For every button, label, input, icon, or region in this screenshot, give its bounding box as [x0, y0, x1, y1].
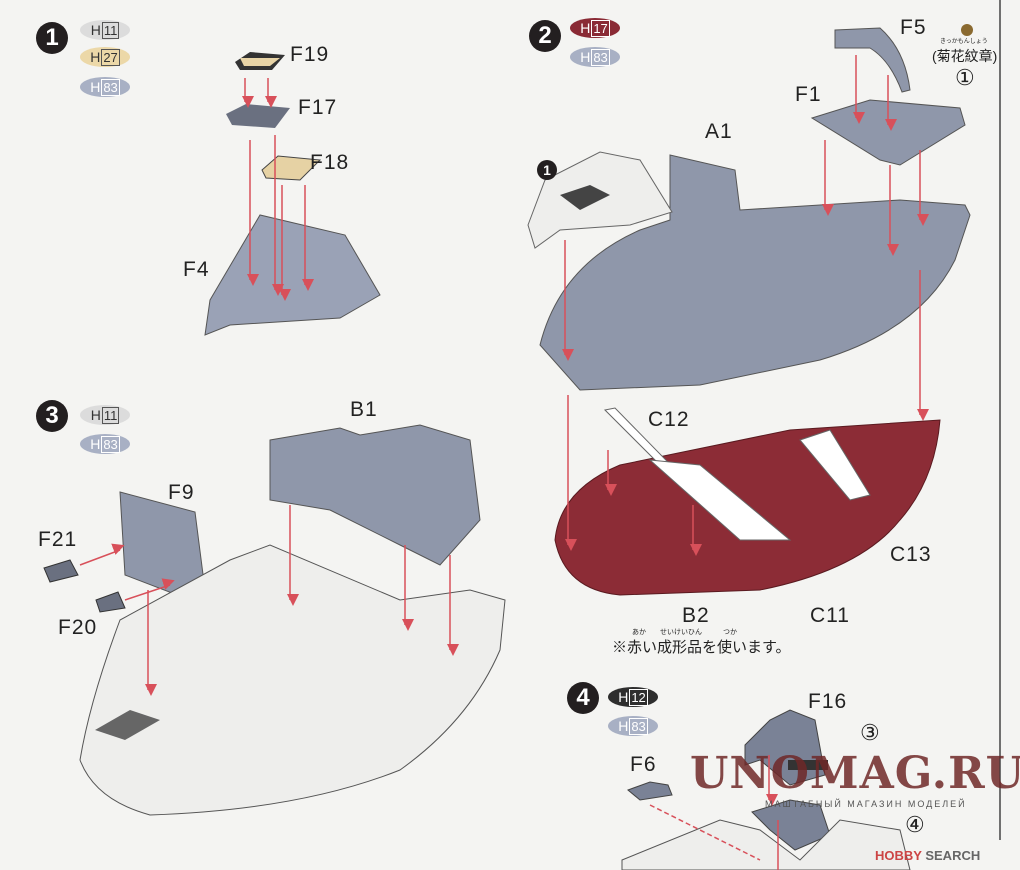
part-f4	[204, 214, 381, 336]
paint-number: 83	[101, 436, 120, 453]
paint-number: 83	[629, 718, 648, 735]
assembly-arrows-step4	[649, 755, 779, 870]
logo-suffix: SEARCH	[925, 848, 981, 863]
callout-4: ④	[905, 812, 925, 837]
callout-1: ①	[955, 65, 975, 90]
part-label: A1	[705, 120, 733, 143]
part-f1	[810, 99, 966, 166]
paint-code: H	[580, 49, 591, 65]
part-c13	[799, 429, 871, 501]
watermark-title: UNOMAG.RU	[690, 748, 1020, 799]
paint-number: 27	[101, 49, 120, 66]
part-b1	[269, 424, 481, 566]
paint-number: 12	[629, 689, 648, 706]
part-label: F5	[900, 16, 927, 39]
part-label: F17	[298, 96, 338, 119]
part-label: B1	[350, 398, 378, 421]
hobby-search-logo: HOBBY SEARCH	[875, 848, 980, 863]
step-1-marker: 1	[36, 22, 68, 54]
emblem-ruby: きっかもんしょう	[940, 39, 988, 45]
paint-number: 83	[101, 79, 120, 96]
part-label: F20	[58, 616, 98, 639]
part-label: B2	[682, 604, 710, 627]
paint-code: H	[618, 689, 629, 705]
paint-code: H	[90, 436, 101, 452]
watermark-subtitle: МАШТАБНЫЙ МАГАЗИН МОДЕЛЕЙ	[765, 799, 967, 809]
assembly-arrows-step1	[242, 78, 314, 301]
paint-code: H	[90, 49, 101, 65]
part-label: F1	[795, 83, 822, 106]
note-text: ※赤い成形品を使います。	[612, 639, 791, 656]
assembly-arrows-step2	[562, 55, 929, 556]
part-label: C11	[810, 604, 850, 627]
part-label: F21	[38, 528, 78, 551]
part-f17	[226, 104, 290, 128]
emblem-label: (菊花紋章)	[932, 48, 998, 64]
part-f20	[95, 591, 126, 613]
part-f19	[235, 52, 285, 70]
step-3-marker: 3	[36, 400, 68, 432]
part-label: F9	[168, 481, 195, 504]
chrysanthemum-emblem-icon	[961, 24, 973, 36]
assembled-hull-step4	[621, 819, 911, 870]
part-f5	[834, 27, 911, 93]
assembled-hull-step3	[79, 544, 506, 816]
part-a1-hull-upper	[539, 154, 971, 391]
part-c11	[648, 459, 792, 541]
paint-code: H	[90, 407, 101, 423]
sub-step-marker: 1	[537, 160, 557, 180]
callout-3: ③	[860, 720, 880, 745]
part-label: F4	[183, 258, 210, 281]
note-ruby: あか せいけいひん つか	[632, 629, 737, 636]
logo-brand: HOBBY	[875, 848, 922, 863]
part-label: F19	[290, 43, 330, 66]
part-f21	[43, 559, 79, 583]
part-label: C13	[890, 543, 932, 566]
paint-number: 17	[591, 20, 610, 37]
paint-code: H	[618, 718, 629, 734]
paint-number: 11	[101, 22, 120, 39]
paint-number: 11	[101, 407, 120, 424]
step-4-marker: 4	[567, 682, 599, 714]
part-label: C12	[648, 408, 690, 431]
part-label: F6	[630, 753, 657, 776]
step-2-marker: 2	[529, 20, 561, 52]
paint-number: 83	[591, 49, 610, 66]
part-sub1	[527, 151, 673, 249]
part-label: F16	[808, 690, 848, 713]
paint-code: H	[580, 20, 591, 36]
paint-code: H	[90, 79, 101, 95]
part-f6	[627, 781, 673, 801]
part-label: F18	[310, 151, 350, 174]
part-f16	[744, 709, 828, 786]
assembly-arrows-step3	[79, 505, 459, 696]
paint-code: H	[90, 22, 101, 38]
